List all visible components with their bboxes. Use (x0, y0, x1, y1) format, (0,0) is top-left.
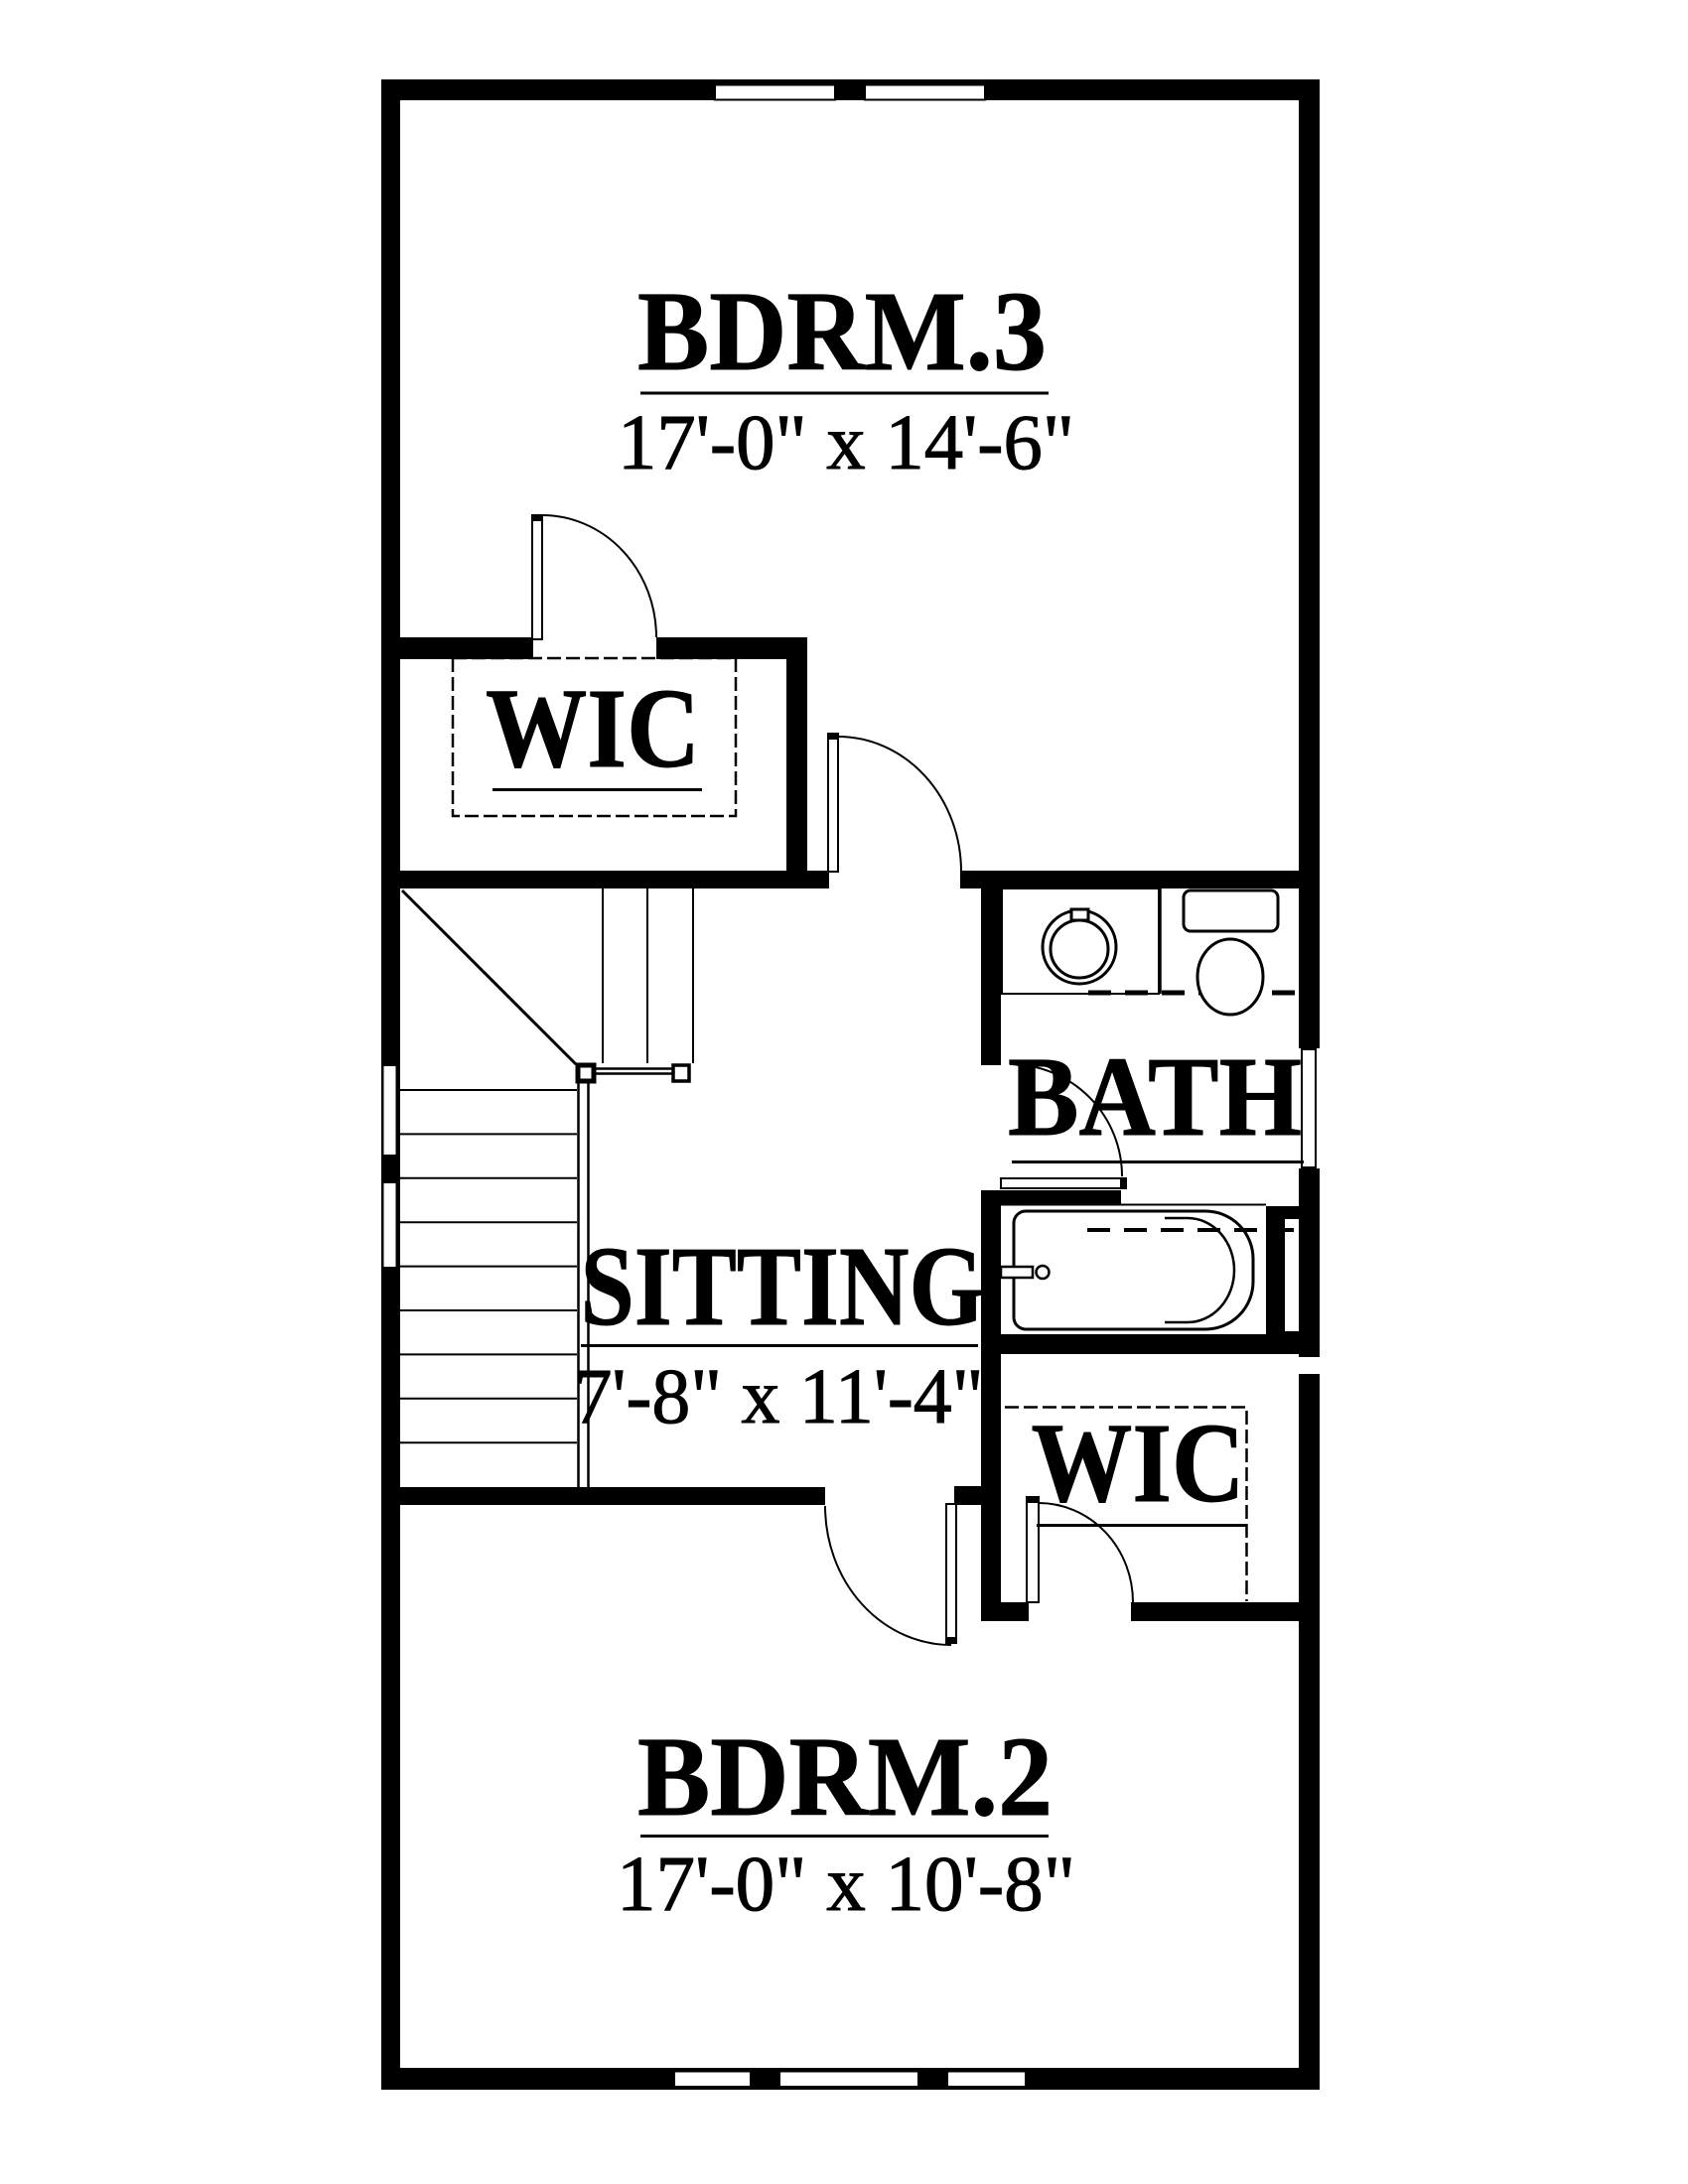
svg-text:7'-8" x 11'-4": 7'-8" x 11'-4" (574, 1354, 984, 1440)
svg-text:BDRM.2: BDRM.2 (637, 1713, 1053, 1840)
svg-text:SITTING: SITTING (581, 1223, 985, 1349)
svg-text:BATH: BATH (1008, 1033, 1302, 1160)
svg-text:WIC: WIC (1032, 1400, 1245, 1526)
svg-text:17'-0" x 14'-6": 17'-0" x 14'-6" (618, 400, 1074, 486)
svg-text:BDRM.3: BDRM.3 (637, 268, 1047, 394)
svg-text:WIC: WIC (486, 665, 700, 791)
svg-text:17'-0" x 10'-8": 17'-0" x 10'-8" (617, 1842, 1075, 1928)
